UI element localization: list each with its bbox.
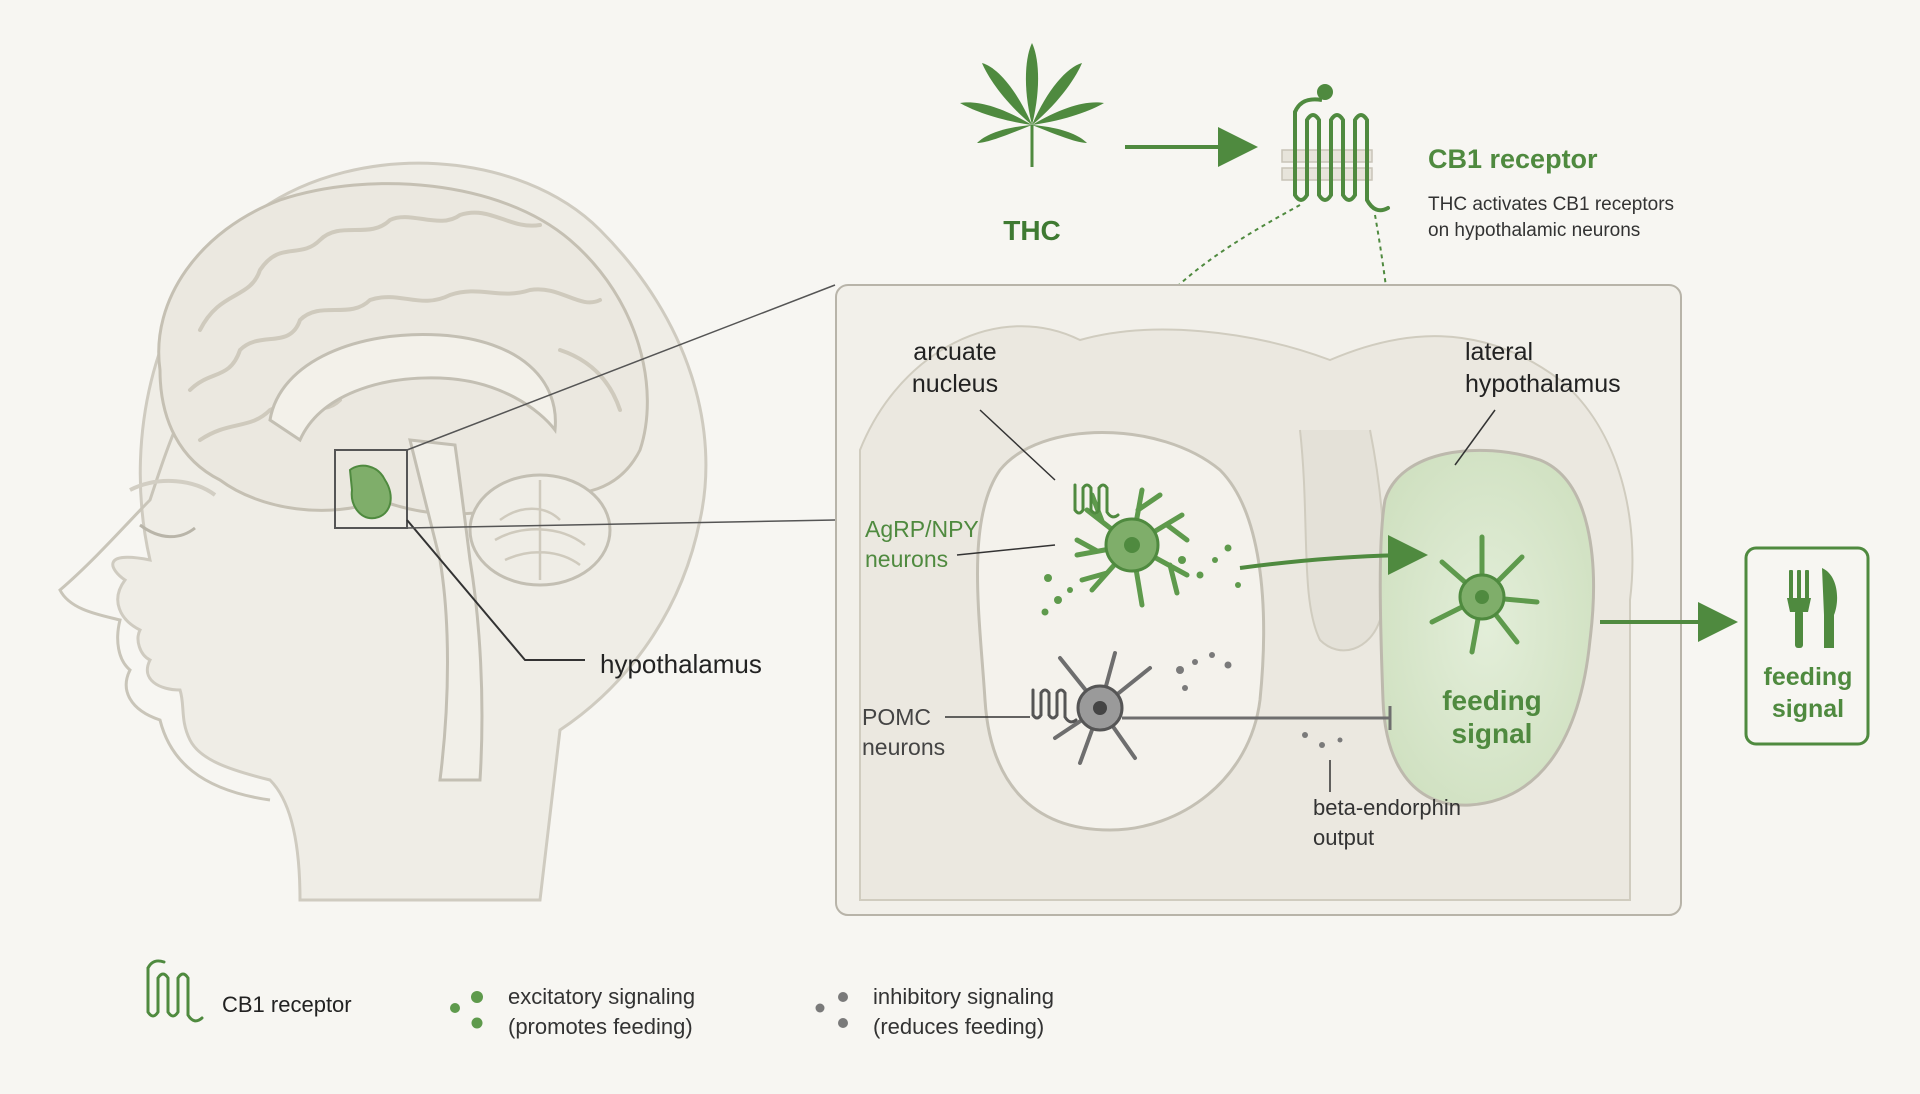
green-dots-icon (450, 991, 483, 1029)
inhibitory-dots (1176, 652, 1343, 748)
arcuate-nucleus (976, 431, 1266, 832)
corpus-callosum (268, 332, 557, 443)
gray-dots-icon (815, 992, 848, 1028)
zoom-line-top (406, 284, 836, 451)
receptor-title: CB1 receptor (1428, 144, 1598, 174)
feeding-signal-panel-line2: signal (1452, 718, 1533, 749)
eye (139, 523, 196, 539)
lateral-label-line1: lateral (1465, 338, 1533, 366)
lateral-pointer (1454, 409, 1496, 466)
agrp-neuron (1074, 487, 1190, 608)
brainstem (408, 438, 484, 782)
thc-label: THC (1003, 215, 1061, 246)
agrp-label-line2: neurons (865, 546, 948, 572)
feeding-output-line1: feeding (1764, 663, 1853, 691)
arcuate-label-line2: nucleus (912, 370, 998, 398)
legend-excitatory-line1: excitatory signaling (508, 984, 695, 1009)
arcuate-pointer (979, 409, 1056, 481)
feeding-output-line2: signal (1772, 695, 1844, 723)
legend-cb1-label: CB1 receptor (222, 992, 352, 1017)
feeding-signal-panel-line1: feeding (1442, 685, 1542, 716)
pomc-neuron (1053, 651, 1152, 765)
hypothalamus-label: hypothalamus (600, 649, 762, 679)
cb1-receptor-small-pomc (1031, 688, 1078, 724)
cb1-receptor-large-icon (1281, 84, 1390, 213)
cannabis-leaf-icon (960, 43, 1104, 167)
beta-endorphin-line1: beta-endorphin (1313, 795, 1461, 820)
receptor-desc-line1: THC activates CB1 receptors (1428, 194, 1674, 215)
hypothalamus-highlight (348, 464, 392, 520)
hypothalamus-pointer (406, 519, 585, 661)
arcuate-label-line1: arcuate (913, 338, 996, 366)
lateral-neuron (1429, 534, 1540, 655)
zoom-line-bottom (406, 519, 836, 529)
face-profile (58, 379, 271, 802)
beta-endorphin-line2: output (1313, 825, 1374, 850)
agrp-pointer (956, 544, 1056, 556)
cb1-receptor-icon (146, 959, 204, 1023)
pomc-label-line1: POMC (862, 704, 931, 730)
cb1-receptor-small-agrp (1073, 483, 1120, 519)
legend-excitatory-line2: (promotes feeding) (508, 1014, 693, 1039)
lateral-hypothalamus (1378, 448, 1595, 807)
legend-inhibitory-line1: inhibitory signaling (873, 984, 1054, 1009)
lateral-label-line2: hypothalamus (1465, 370, 1621, 398)
head-illustration (58, 161, 836, 902)
agrp-to-lateral-arrow (1239, 535, 1428, 576)
fork-knife-icon (1787, 568, 1838, 648)
agrp-label-line1: AgRP/NPY (865, 516, 979, 542)
legend: CB1 receptor excitatory signaling (promo… (146, 959, 1054, 1039)
excitatory-dots (1041, 544, 1241, 616)
cerebellum (468, 473, 612, 587)
hypothalamus-zoom-box (334, 449, 408, 529)
feeding-output-box (1744, 546, 1870, 746)
pomc-label-line2: neurons (862, 734, 945, 760)
detail-panel (835, 284, 1682, 916)
eyebrow (129, 478, 217, 497)
legend-inhibitory-line2: (reduces feeding) (873, 1014, 1044, 1039)
receptor-desc-line2: on hypothalamic neurons (1428, 220, 1640, 241)
